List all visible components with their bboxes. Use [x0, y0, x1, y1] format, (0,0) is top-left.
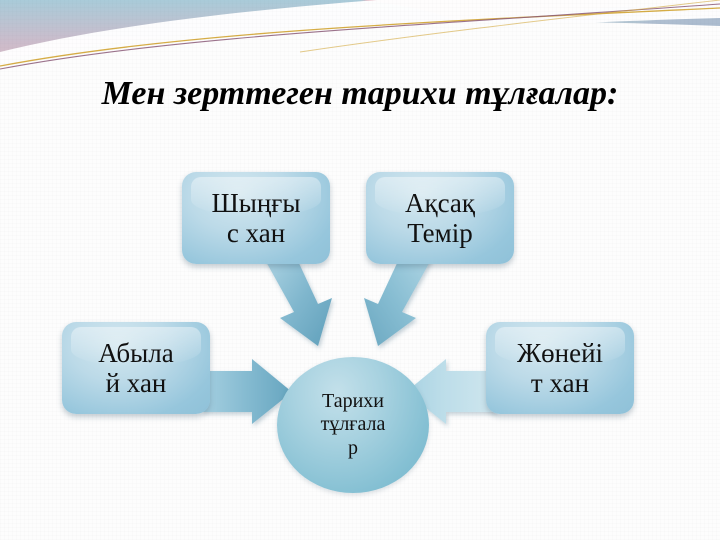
page-title: Мен зерттеген тарихи тұлғалар:	[101, 75, 619, 112]
diagram-center-label: Тарихи тұлғала р	[320, 389, 386, 459]
diagram-node-abylai[interactable]: Абыла й хан	[62, 322, 210, 414]
diagram-node-abylai-label: Абыла й хан	[98, 337, 174, 398]
diagram-node-shyngys-label: Шыңғы с хан	[211, 187, 301, 248]
diagram-node-aksak[interactable]: Ақсақ Темір	[366, 172, 514, 264]
header-decoration	[0, 0, 720, 95]
diagram-node-zhoneit-label: Жөнейі т хан	[516, 337, 604, 398]
diagram-node-shyngys[interactable]: Шыңғы с хан	[182, 172, 330, 264]
diagram-node-zhoneit[interactable]: Жөнейі т хан	[486, 322, 634, 414]
diagram-node-aksak-label: Ақсақ Темір	[404, 187, 476, 248]
diagram-center-node[interactable]: Тарихи тұлғала р	[277, 357, 429, 493]
